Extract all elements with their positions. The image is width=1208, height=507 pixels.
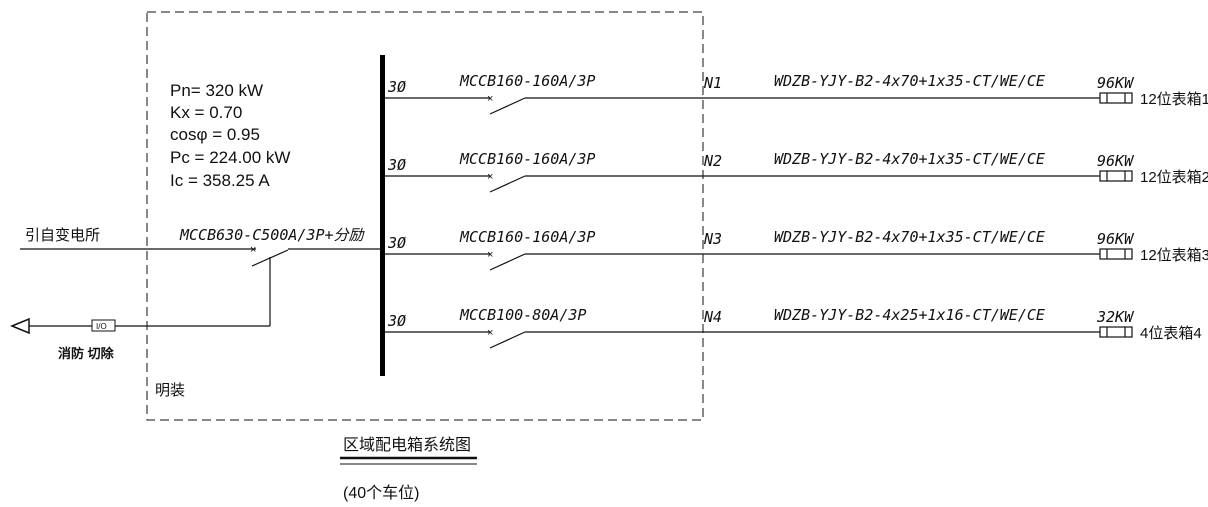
phase-label: 3Ø <box>387 78 406 96</box>
branch-breaker-label: MCCB160-160A/3P <box>459 72 595 90</box>
io-module-label: I/O <box>96 322 107 331</box>
cos-value: cosφ = 0.95 <box>170 125 260 144</box>
branch-breaker-label: MCCB160-160A/3P <box>459 150 595 168</box>
branch-load: 32KW <box>1096 308 1135 326</box>
cable-spec: WDZB-YJY-B2-4x70+1x35-CT/WE/CE <box>774 72 1045 90</box>
cable-spec: WDZB-YJY-B2-4x70+1x35-CT/WE/CE <box>774 228 1045 246</box>
fire-cut-label: 消防 切除 <box>58 346 115 361</box>
branch-breaker-label: MCCB100-80A/3P <box>459 306 586 324</box>
phase-label: 3Ø <box>387 312 406 330</box>
meter-box-icon <box>1099 170 1133 182</box>
signal-arrow-icon <box>10 317 30 335</box>
main-breaker-label: MCCB630-C500A/3P+分励 <box>179 226 366 244</box>
breaker-x-mark: × <box>487 249 493 261</box>
source-label: 引自变电所 <box>25 227 100 244</box>
breaker-x-mark: × <box>487 93 493 105</box>
phase-label: 3Ø <box>387 234 406 252</box>
enclosure-boundary <box>146 11 704 421</box>
branch-breaker-blade <box>489 253 526 271</box>
diagram-subtitle: (40个车位) <box>343 484 419 502</box>
branch-circuit: 3Ø MCCB160-160A/3P × N1 WDZB-YJY-B2-4x70+1x3… <box>385 72 1208 115</box>
circuit-id: N2 <box>703 152 722 170</box>
cable-spec: WDZB-YJY-B2-4x25+1x16-CT/WE/CE <box>774 306 1045 324</box>
branch-circuit: 3Ø MCCB100-80A/3P × N4 WDZB-YJY-B2-4x25+1x16… <box>385 306 1202 349</box>
phase-label: 3Ø <box>387 156 406 174</box>
meter-box-label: 12位表箱3 <box>1140 247 1208 264</box>
circuit-id: N3 <box>703 230 722 248</box>
meter-box-icon <box>1099 326 1133 338</box>
busbar <box>380 55 385 376</box>
circuit-id: N4 <box>703 308 722 326</box>
branch-breaker-blade <box>489 331 526 349</box>
branch-circuit: 3Ø MCCB160-160A/3P × N2 WDZB-YJY-B2-4x70+1x3… <box>385 150 1208 193</box>
meter-box-label: 4位表箱4 <box>1140 325 1202 342</box>
branch-circuit: 3Ø MCCB160-160A/3P × N3 WDZB-YJY-B2-4x70+1x3… <box>385 228 1208 271</box>
branch-breaker-blade <box>489 175 526 193</box>
branch-load: 96KW <box>1097 230 1135 248</box>
branch-load: 96KW <box>1097 152 1135 170</box>
meter-box-icon <box>1099 92 1133 104</box>
branch-breaker-label: MCCB160-160A/3P <box>459 228 595 246</box>
load-summary: Pn= 320 kW Kx = 0.70 cosφ = 0.95 Pc = 22… <box>170 81 290 190</box>
meter-box-icon <box>1099 248 1133 260</box>
incoming-feeder: 引自变电所 MCCB630-C500A/3P+分励 × I/O 消防 切除 <box>10 226 381 361</box>
ic-value: Ic = 358.25 A <box>170 171 270 190</box>
pn-value: Pn= 320 kW <box>170 81 263 100</box>
cable-spec: WDZB-YJY-B2-4x70+1x35-CT/WE/CE <box>774 150 1045 168</box>
breaker-x-mark: × <box>487 171 493 183</box>
breaker-x-mark: × <box>487 327 493 339</box>
pc-value: Pc = 224.00 kW <box>170 148 290 167</box>
io-module-box <box>91 319 116 332</box>
branch-load: 96KW <box>1097 74 1135 92</box>
kx-value: Kx = 0.70 <box>170 103 242 122</box>
circuit-id: N1 <box>703 74 722 92</box>
install-label: 明装 <box>155 382 185 399</box>
breaker-x-mark: × <box>250 244 256 256</box>
meter-box-label: 12位表箱2 <box>1140 169 1208 186</box>
branch-breaker-blade <box>489 97 526 115</box>
diagram-title: 区域配电箱系统图 <box>343 436 471 454</box>
meter-box-label: 12位表箱1 <box>1140 91 1208 108</box>
